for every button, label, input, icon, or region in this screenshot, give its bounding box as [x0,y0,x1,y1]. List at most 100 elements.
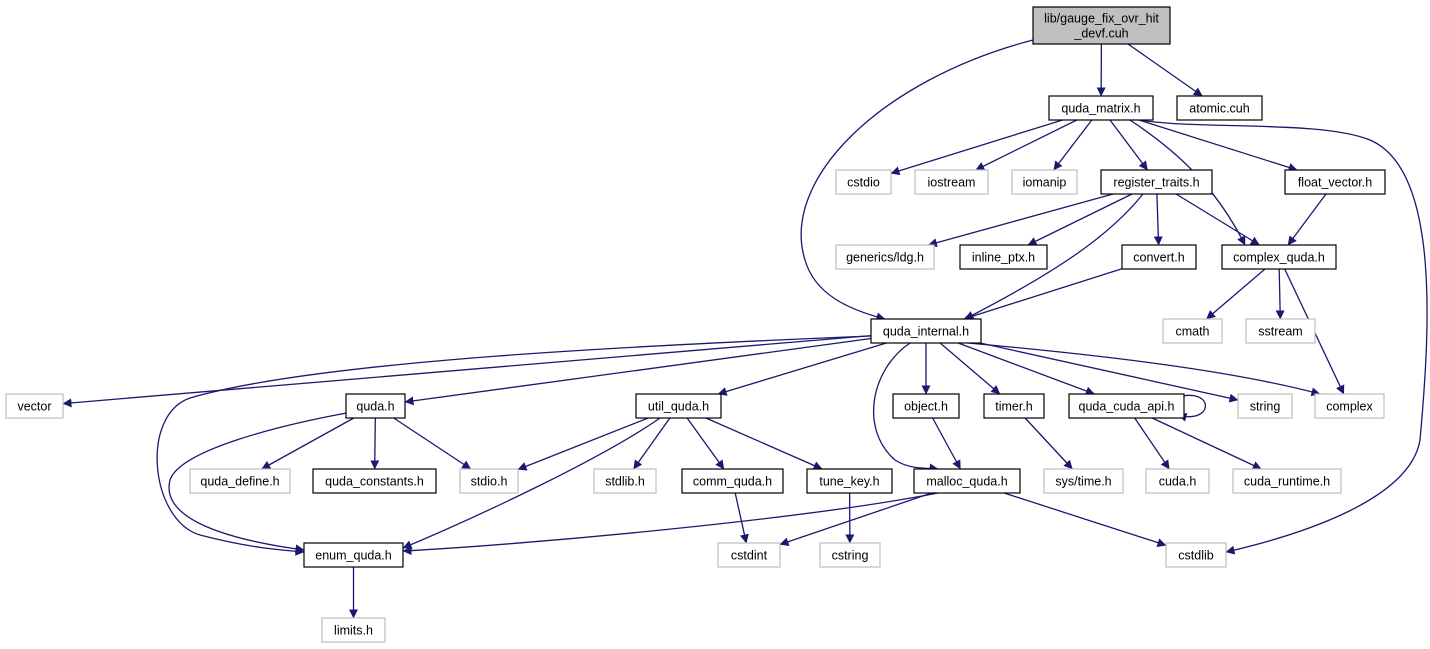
edge-quda_matrix-to-register_traits [1109,119,1149,171]
node-layer: lib/gauge_fix_ovr_hit_devf.cuh quda_matri… [5,6,1386,643]
node-label: cuda.h [1159,475,1197,489]
node-label: quda_constants.h [325,475,424,489]
edge-quda_internal-to-malloc_quda [873,342,939,473]
edge-root-to-quda_internal [800,39,1034,322]
node-convert[interactable]: convert.h [1121,244,1197,270]
node-label: timer.h [995,400,1033,414]
node-generics-ldg: generics/ldg.h [835,244,935,270]
node-box [5,393,64,419]
node-label: enum_quda.h [315,549,392,563]
node-string: string [1237,393,1293,419]
node-box [1121,244,1197,270]
node-cuda-runtime: cuda_runtime.h [1232,468,1342,494]
node-box [1032,6,1171,45]
edge-util_quda-to-stdio [517,417,649,471]
edge-malloc_quda-to-cstdlib [1003,492,1167,547]
edge-object-to-malloc_quda [932,417,961,470]
node-box [635,393,722,419]
edge-quda_matrix-to-cstdio [890,119,1063,176]
node-label: convert.h [1133,251,1184,265]
edge-quda_h-to-quda_define [261,417,355,470]
edge-quda_internal-to-util_quda [717,342,887,396]
node-label: quda_internal.h [883,325,969,339]
node-box [1145,468,1210,494]
node-label: sstream [1258,325,1302,339]
node-quda-matrix[interactable]: quda_matrix.h [1048,95,1154,121]
node-box [1043,468,1124,494]
node-box [345,393,406,419]
node-box [983,393,1045,419]
node-sstream: sstream [1245,318,1316,344]
edge-layer [62,39,1428,619]
node-box [189,468,291,494]
node-box [806,468,893,494]
node-label: float_vector.h [1298,176,1372,190]
node-timer[interactable]: timer.h [983,393,1045,419]
edge-quda_h-to-quda_constants [370,417,380,470]
node-box [835,169,892,195]
edge-util_quda-to-stdlib [633,417,671,470]
node-util-quda[interactable]: util_quda.h [635,393,722,419]
node-tune-key[interactable]: tune_key.h [806,468,893,494]
node-quda-h[interactable]: quda.h [345,393,406,419]
node-box [717,542,781,568]
edge-comm_quda-to-cstdint [734,492,749,544]
node-label: cstdlib [1178,549,1213,563]
edge-convert-to-quda_internal [963,268,1123,321]
node-stdlib: stdlib.h [593,468,657,494]
node-box [1100,169,1213,195]
node-iostream: iostream [914,169,989,195]
node-label: quda_define.h [200,475,279,489]
node-box [1245,318,1316,344]
node-box [819,542,881,568]
node-box [312,468,437,494]
node-enum-quda[interactable]: enum_quda.h [303,542,404,568]
edge-quda_matrix-to-float_vector [1138,119,1298,172]
node-quda-constants[interactable]: quda_constants.h [312,468,437,494]
node-register-traits[interactable]: register_traits.h [1100,169,1213,195]
node-quda-cuda-api[interactable]: quda_cuda_api.h [1068,393,1185,419]
node-box [681,468,784,494]
node-float-vector[interactable]: float_vector.h [1284,169,1386,195]
edge-quda_internal-to-complex [967,342,1321,397]
node-label: complex_quda.h [1233,251,1325,265]
node-box [870,318,982,344]
edge-root-to-atomic [1127,43,1203,97]
node-box [959,244,1048,270]
edge-quda_h-to-enum_quda [168,411,353,554]
node-cstdlib: cstdlib [1165,542,1227,568]
node-box [1221,244,1337,270]
node-cmath: cmath [1162,318,1223,344]
node-box [1011,169,1078,195]
edge-float_vector-to-complex_quda [1287,193,1327,246]
node-root: lib/gauge_fix_ovr_hit_devf.cuh [1032,6,1171,45]
node-label: inline_ptx.h [972,251,1035,265]
edge-register_traits-to-quda_internal [964,193,1144,320]
node-label: cuda_runtime.h [1244,475,1330,489]
node-inline-ptx[interactable]: inline_ptx.h [959,244,1048,270]
node-comm-quda[interactable]: comm_quda.h [681,468,784,494]
node-label: stdlib.h [605,475,645,489]
node-box [459,468,519,494]
node-malloc-quda[interactable]: malloc_quda.h [913,468,1021,494]
node-atomic[interactable]: atomic.cuh [1176,95,1263,121]
edge-quda_internal-to-vector [62,334,872,408]
edge-quda_h-to-stdio [393,417,472,470]
node-quda-internal[interactable]: quda_internal.h [870,318,982,344]
edge-quda_cuda_api-to-cuda_h [1134,417,1170,470]
node-object[interactable]: object.h [892,393,960,419]
node-cstdio: cstdio [835,169,892,195]
node-label: tune_key.h [819,475,879,489]
node-sys-time: sys/time.h [1043,468,1124,494]
node-box [835,244,935,270]
node-complex-quda[interactable]: complex_quda.h [1221,244,1337,270]
edge-util_quda-to-enum_quda [402,417,661,549]
edge-quda_cuda_api-to-quda_cuda_api [1174,394,1206,422]
node-label: quda_matrix.h [1061,102,1140,116]
edge-quda_cuda_api-to-cuda_runtime [1151,417,1262,470]
node-box [1165,542,1227,568]
node-label: limits.h [334,624,373,638]
edge-quda_matrix-to-iostream [975,119,1078,171]
node-label: cstdint [731,549,768,563]
node-label: stdio.h [471,475,508,489]
